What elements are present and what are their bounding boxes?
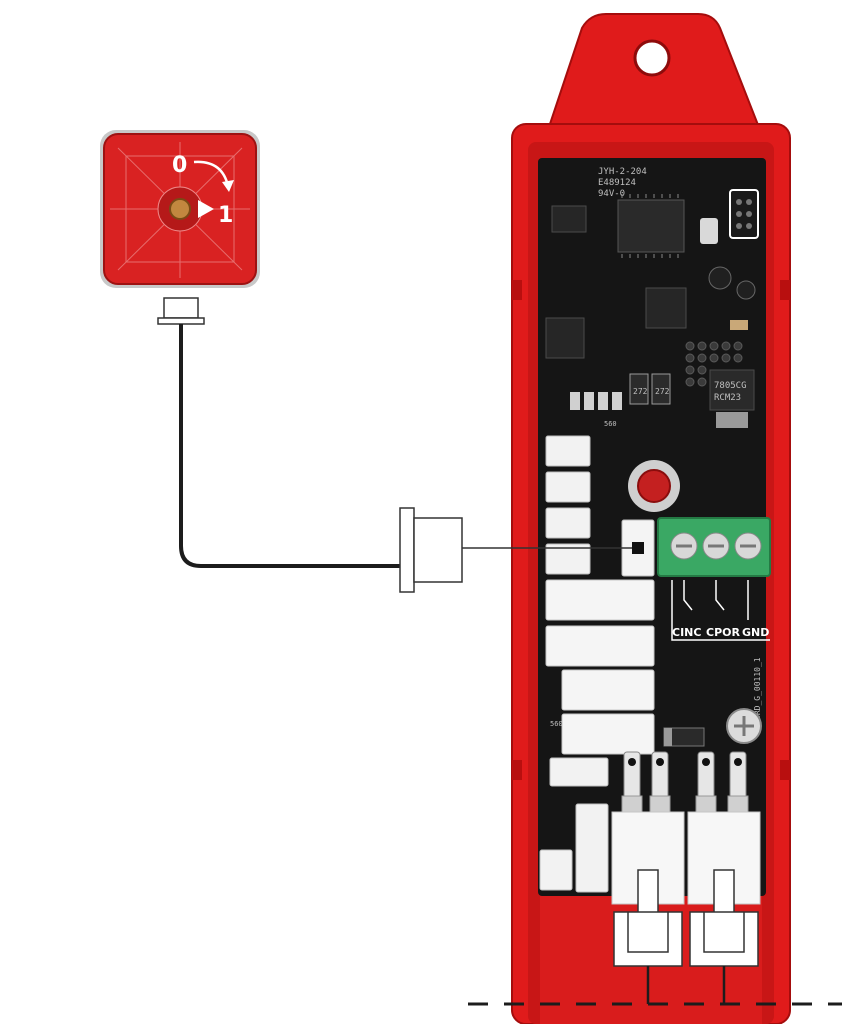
output-plug-body <box>689 911 759 967</box>
voltage-regulator <box>709 369 755 411</box>
knob-label-zero: 0 <box>172 153 187 178</box>
knob-center <box>169 198 191 220</box>
side-text: BRD_G_00110_1 <box>753 657 762 720</box>
regulator-tab <box>716 412 748 428</box>
regulator-text: 7805CG <box>714 381 747 391</box>
regulator-text: RCM23 <box>714 393 741 403</box>
silkscreen-line: 94V-0 <box>598 189 625 199</box>
silkscreen-line: E489124 <box>598 178 636 188</box>
small-mark: 560 <box>550 720 563 728</box>
side-notch <box>780 760 790 780</box>
sensor-cable <box>179 324 400 568</box>
capacitor <box>708 266 732 290</box>
terminal-label: GND <box>742 626 769 639</box>
resistor-text: 272 <box>633 387 648 396</box>
smd-cap <box>730 320 748 330</box>
pcb-board: JYH-2-204 E489124 94V-0 <box>538 158 771 896</box>
wide-connectors <box>545 579 655 755</box>
mounting-hole <box>633 39 671 77</box>
small-connector <box>549 757 609 787</box>
resistor <box>629 373 649 405</box>
screw-icon <box>726 708 762 744</box>
side-notch <box>512 280 522 300</box>
terminal-label: CINC <box>672 626 701 639</box>
resistor-text: 272 <box>655 387 670 396</box>
silkscreen-line: JYH-2-204 <box>598 167 647 177</box>
resistor-row <box>570 392 622 410</box>
small-connector <box>575 803 609 893</box>
ic-small <box>645 287 687 329</box>
side-notch <box>512 760 522 780</box>
ic-small <box>551 205 587 233</box>
inline-plug <box>399 507 463 593</box>
trimmer-potentiometer <box>637 469 671 503</box>
small-connector <box>539 849 573 891</box>
output-plugs <box>611 811 761 1004</box>
output-plug-body <box>613 911 683 967</box>
knob-connector <box>157 297 205 325</box>
knob-label-one: 1 <box>218 203 233 228</box>
small-mark: 560 <box>604 420 617 428</box>
capacitor <box>736 280 756 300</box>
side-notch <box>780 280 790 300</box>
play-triangle-icon <box>198 200 214 218</box>
left-connectors <box>545 435 591 575</box>
connector-pin <box>632 542 644 554</box>
terminal-label: CPOR <box>706 626 740 639</box>
relay-symbol <box>671 580 770 641</box>
via-grid <box>685 341 743 387</box>
screw-icon <box>670 532 762 560</box>
resistor <box>651 373 671 405</box>
mcu-chip <box>617 199 685 253</box>
output-pins <box>623 751 747 799</box>
crystal <box>700 218 718 244</box>
ic-small <box>545 317 585 359</box>
pin-header <box>729 189 759 239</box>
rotary-knob-sensor: 0 1 <box>100 130 260 288</box>
